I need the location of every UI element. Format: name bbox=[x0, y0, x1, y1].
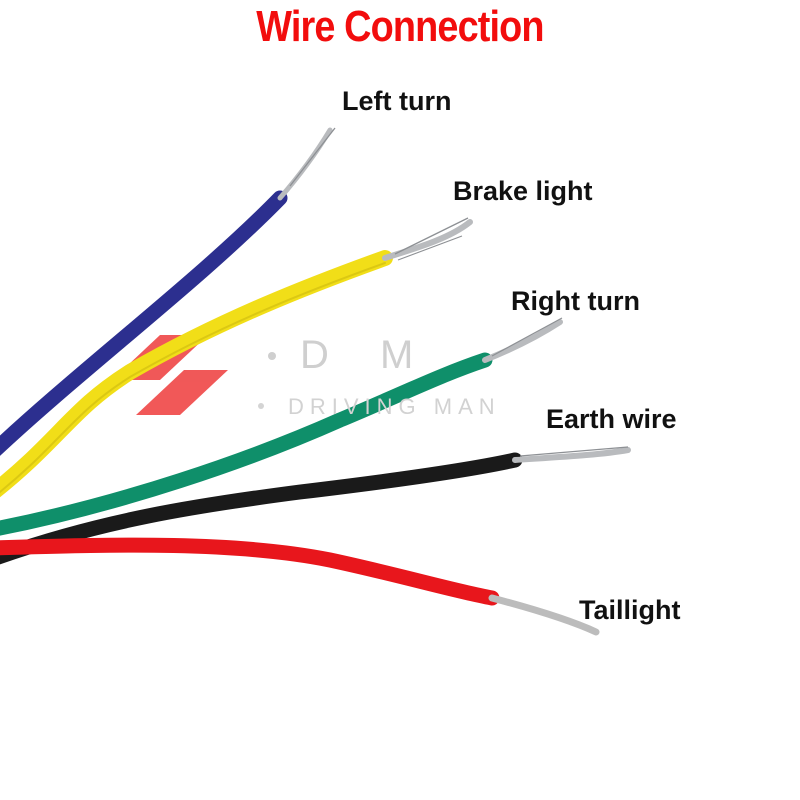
wire-left-turn bbox=[0, 127, 336, 456]
wire-red-conductor bbox=[488, 594, 600, 636]
wire-earth bbox=[0, 446, 631, 565]
watermark-subtitle: DRIVING MAN bbox=[288, 394, 501, 419]
wire-blue-conductor bbox=[277, 127, 333, 201]
wire-right-turn bbox=[0, 317, 563, 536]
page-title: Wire Connection bbox=[256, 2, 544, 51]
label-left-turn: Left turn bbox=[342, 86, 452, 116]
label-earth-wire: Earth wire bbox=[546, 404, 677, 434]
wire-taillight bbox=[0, 537, 600, 636]
wire-yellow-conductor bbox=[382, 219, 473, 261]
wire-red-insulation bbox=[0, 537, 500, 606]
watermark-logo-shape-bottom bbox=[136, 370, 228, 415]
label-brake-light: Brake light bbox=[453, 176, 593, 206]
wire-black-insulation bbox=[0, 452, 523, 565]
watermark-dot bbox=[268, 352, 276, 360]
wire-blue-insulation bbox=[0, 190, 288, 456]
wire-brake-light bbox=[0, 217, 473, 498]
wire-green-insulation bbox=[0, 352, 493, 536]
label-taillight: Taillight bbox=[579, 595, 681, 625]
label-right-turn: Right turn bbox=[511, 286, 640, 316]
watermark-letters: D M bbox=[300, 333, 434, 377]
watermark-dot bbox=[258, 403, 264, 409]
wire-black-conductor bbox=[512, 447, 631, 463]
wire-green-conductor bbox=[482, 319, 563, 363]
wire-yellow-insulation bbox=[0, 250, 393, 498]
